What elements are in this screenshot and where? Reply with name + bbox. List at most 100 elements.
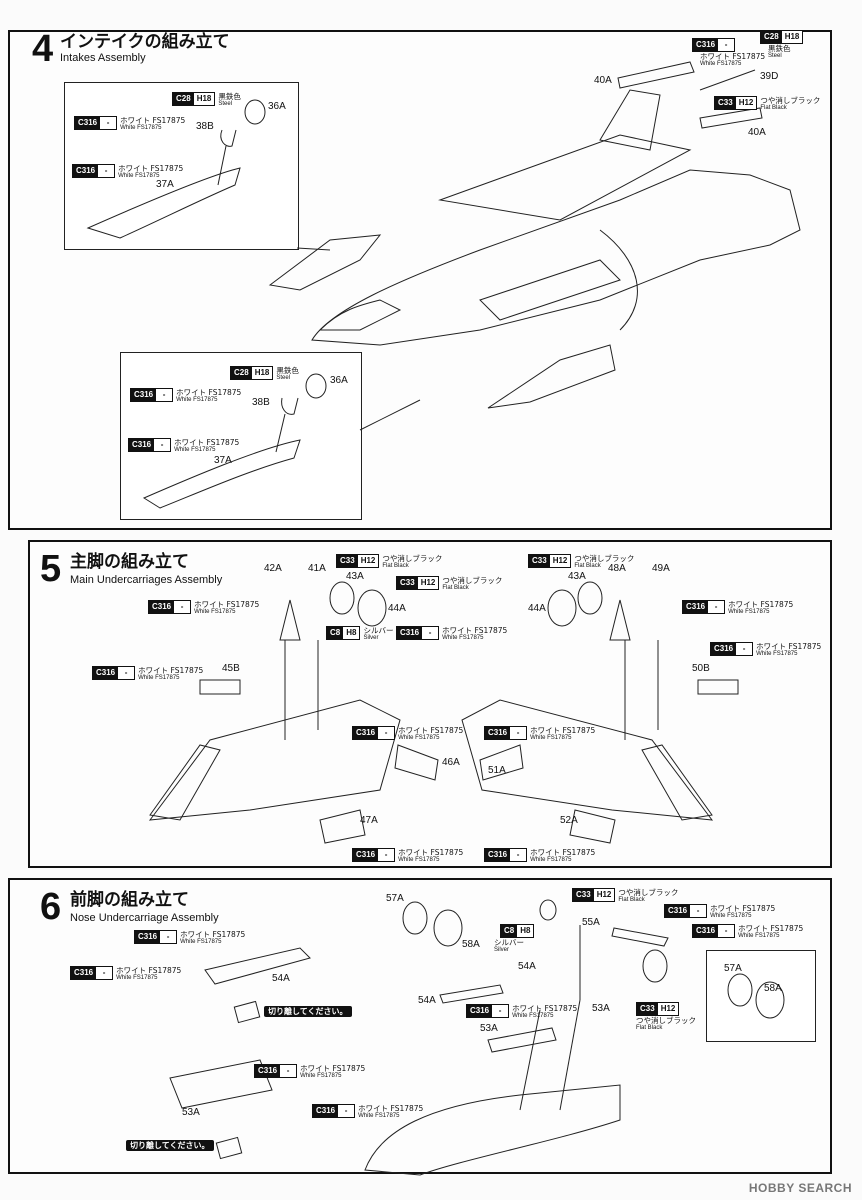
part-label-54a-3: 54A <box>418 995 436 1006</box>
part-label-57a-2: 57A <box>724 963 742 974</box>
part-label-54a-1: 54A <box>272 973 290 984</box>
part-label-37a: 37A <box>156 179 174 190</box>
paint-chip: C316- <box>682 600 726 614</box>
cut-piece-icon-2 <box>215 1136 243 1160</box>
part-45b <box>199 679 241 695</box>
part-38b-bottom <box>281 397 299 415</box>
part-label-36a-b: 36A <box>330 375 348 386</box>
aircraft-intake-bay <box>479 259 621 321</box>
part-36a-bottom <box>305 373 327 399</box>
aircraft-canopy <box>318 299 402 331</box>
paint-chip: C316- <box>74 116 118 130</box>
gear-leg-48a <box>609 599 631 641</box>
part-label-57a-1: 57A <box>386 893 404 904</box>
cut-note-2: 切り離してください。 <box>126 1140 214 1151</box>
wheel-57a <box>402 901 428 935</box>
part-label-42a: 42A <box>264 563 282 574</box>
part-54a-right <box>439 984 504 1004</box>
wheel-43a <box>329 581 355 615</box>
part-label-50b: 50B <box>692 663 710 674</box>
paint-chip: C316- <box>148 600 192 614</box>
part-label-55a: 55A <box>582 917 600 928</box>
part-38b-top <box>220 129 237 147</box>
paint-chip: C316- <box>72 164 116 178</box>
part-label-45b: 45B <box>222 663 240 674</box>
step-6-title-jp: 前脚の組み立て <box>70 890 189 910</box>
part-label-53a-2: 53A <box>592 1003 610 1014</box>
paint-chip: C316- <box>70 966 114 980</box>
airframe-left <box>148 699 401 821</box>
part-label-40a-2: 40A <box>748 127 766 138</box>
part-39d <box>699 69 756 91</box>
intake-left <box>268 234 382 291</box>
paint-chip: C316- <box>396 626 440 640</box>
wheel-55a-part <box>539 899 557 921</box>
part-label-49a: 49A <box>652 563 670 574</box>
wheel-44a <box>357 589 387 627</box>
part-label-51a: 51A <box>488 765 506 776</box>
step-5-panel <box>28 540 832 868</box>
cut-piece-icon <box>233 1000 261 1024</box>
part-label-43a: 43A <box>346 571 364 582</box>
wing-right <box>641 744 713 821</box>
gear-leg-41a <box>279 599 301 641</box>
part-36a-top <box>244 99 266 125</box>
part-label-58a-1: 58A <box>462 939 480 950</box>
step-5-number: 5 <box>40 548 62 590</box>
step4-white-callout-right: C316- <box>692 38 736 52</box>
wheel-assembled <box>642 949 668 983</box>
part-53a-left <box>169 1059 273 1109</box>
part-40a-upper <box>617 61 695 89</box>
paint-chip: C316- <box>484 848 528 862</box>
part-nose-door <box>611 927 669 947</box>
step-6-title-en: Nose Undercarriage Assembly <box>70 912 219 924</box>
step-4-title-jp: インテイクの組み立て <box>60 32 230 52</box>
wheel-44a-r <box>547 589 577 627</box>
part-label-53a-1: 53A <box>182 1107 200 1118</box>
part-label-43a-r: 43A <box>568 571 586 582</box>
part-label-53a-3: 53A <box>480 1023 498 1034</box>
nose-fuselage <box>364 1084 621 1176</box>
part-label-58a-2: 58A <box>764 983 782 994</box>
paint-chip: C316- <box>128 438 172 452</box>
step-4-number: 4 <box>32 28 54 70</box>
wheel-right-57 <box>727 973 753 1007</box>
airframe-right <box>461 699 714 821</box>
watermark: HOBBY SEARCH <box>748 1181 852 1195</box>
part-label-38b: 38B <box>196 121 214 132</box>
paint-chip: C316- <box>466 1004 510 1018</box>
part-37a-top <box>86 167 241 239</box>
part-52a <box>569 809 616 844</box>
wheel-58a <box>433 909 463 947</box>
step-4-inset-bottom <box>120 352 362 520</box>
paint-chip: C316- <box>92 666 136 680</box>
